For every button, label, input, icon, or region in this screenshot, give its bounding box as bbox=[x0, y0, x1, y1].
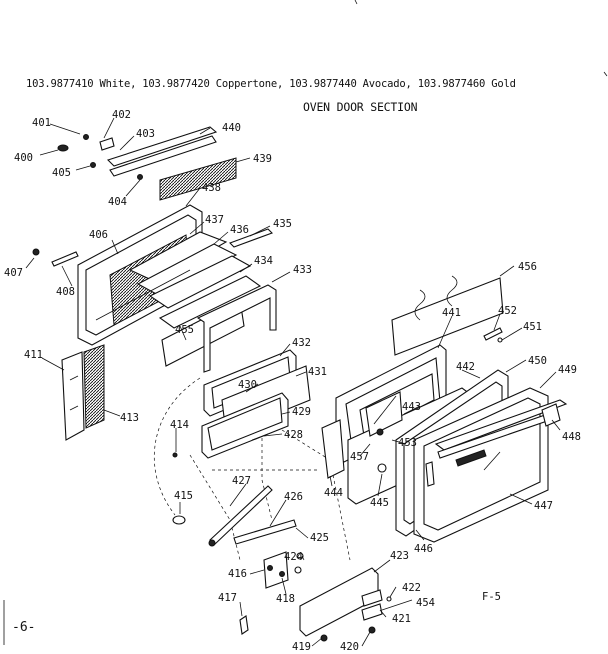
callout-400: 400 bbox=[14, 152, 33, 164]
callout-435: 435 bbox=[273, 218, 292, 230]
callout-418: 418 bbox=[276, 593, 295, 605]
leader-lines bbox=[25, 117, 561, 647]
callout-430: 430 bbox=[238, 379, 257, 391]
insulation-456 bbox=[391, 277, 504, 356]
callout-453: 453 bbox=[398, 437, 417, 449]
callout-405: 405 bbox=[52, 167, 71, 179]
inner-glass-pack bbox=[172, 349, 311, 525]
callout-452: 452 bbox=[498, 305, 517, 317]
outer-glass-frame bbox=[395, 327, 568, 543]
callout-455: 455 bbox=[175, 324, 194, 336]
callout-427: 427 bbox=[232, 475, 251, 487]
callout-413: 413 bbox=[120, 412, 139, 424]
callout-456: 456 bbox=[518, 261, 537, 273]
callout-414: 414 bbox=[170, 419, 189, 431]
callout-424: 424 bbox=[284, 551, 303, 563]
section-title: OVEN DOOR SECTION bbox=[303, 100, 418, 114]
callout-447: 447 bbox=[534, 500, 553, 512]
figure-label: F-5 bbox=[482, 591, 501, 603]
callout-438: 438 bbox=[202, 182, 221, 194]
callout-404: 404 bbox=[108, 196, 127, 208]
callout-446: 446 bbox=[414, 543, 433, 555]
model-list: 103.9877410 White, 103.9877420 Copperton… bbox=[26, 78, 516, 90]
callout-444: 444 bbox=[324, 487, 343, 499]
page-number: -6- bbox=[12, 620, 35, 635]
part-callouts: 401 402 403 400 405 440 439 404 438 437 … bbox=[4, 109, 581, 653]
callout-426: 426 bbox=[284, 491, 303, 503]
callout-454: 454 bbox=[416, 597, 435, 609]
callout-451: 451 bbox=[523, 321, 542, 333]
callout-407: 407 bbox=[4, 267, 23, 279]
callout-431: 431 bbox=[308, 366, 327, 378]
callout-401: 401 bbox=[32, 117, 51, 129]
callout-443: 443 bbox=[402, 401, 421, 413]
callout-428: 428 bbox=[284, 429, 303, 441]
door-trim-assembly bbox=[57, 126, 237, 201]
callout-442: 442 bbox=[456, 361, 475, 373]
callout-432: 432 bbox=[292, 337, 311, 349]
callout-445: 445 bbox=[370, 497, 389, 509]
callout-422: 422 bbox=[402, 582, 421, 594]
callout-449: 449 bbox=[558, 364, 577, 376]
callout-420: 420 bbox=[340, 641, 359, 653]
callout-406: 406 bbox=[89, 229, 108, 241]
callout-433: 433 bbox=[293, 264, 312, 276]
callout-419: 419 bbox=[292, 641, 311, 653]
callout-415: 415 bbox=[174, 490, 193, 502]
callout-408: 408 bbox=[56, 286, 75, 298]
callout-434: 434 bbox=[254, 255, 273, 267]
callout-440: 440 bbox=[222, 122, 241, 134]
callout-439: 439 bbox=[253, 153, 272, 165]
callout-423: 423 bbox=[390, 550, 409, 562]
side-rail bbox=[61, 344, 105, 441]
callout-457: 457 bbox=[350, 451, 369, 463]
callout-416: 416 bbox=[228, 568, 247, 580]
insulation-pad-439 bbox=[159, 157, 237, 201]
callout-437: 437 bbox=[205, 214, 224, 226]
callout-421: 421 bbox=[392, 613, 411, 625]
callout-425: 425 bbox=[310, 532, 329, 544]
outer-door-panel bbox=[32, 204, 262, 346]
hinge-assembly bbox=[208, 485, 392, 642]
callout-411: 411 bbox=[24, 349, 43, 361]
callout-448: 448 bbox=[562, 431, 581, 443]
callout-436: 436 bbox=[230, 224, 249, 236]
callout-402: 402 bbox=[112, 109, 131, 121]
callout-417: 417 bbox=[218, 592, 237, 604]
callout-403: 403 bbox=[136, 128, 155, 140]
door-liner-pieces bbox=[161, 228, 277, 373]
callout-441: 441 bbox=[442, 307, 461, 319]
callout-429: 429 bbox=[292, 406, 311, 418]
side-444 bbox=[321, 419, 345, 479]
callout-450: 450 bbox=[528, 355, 547, 367]
